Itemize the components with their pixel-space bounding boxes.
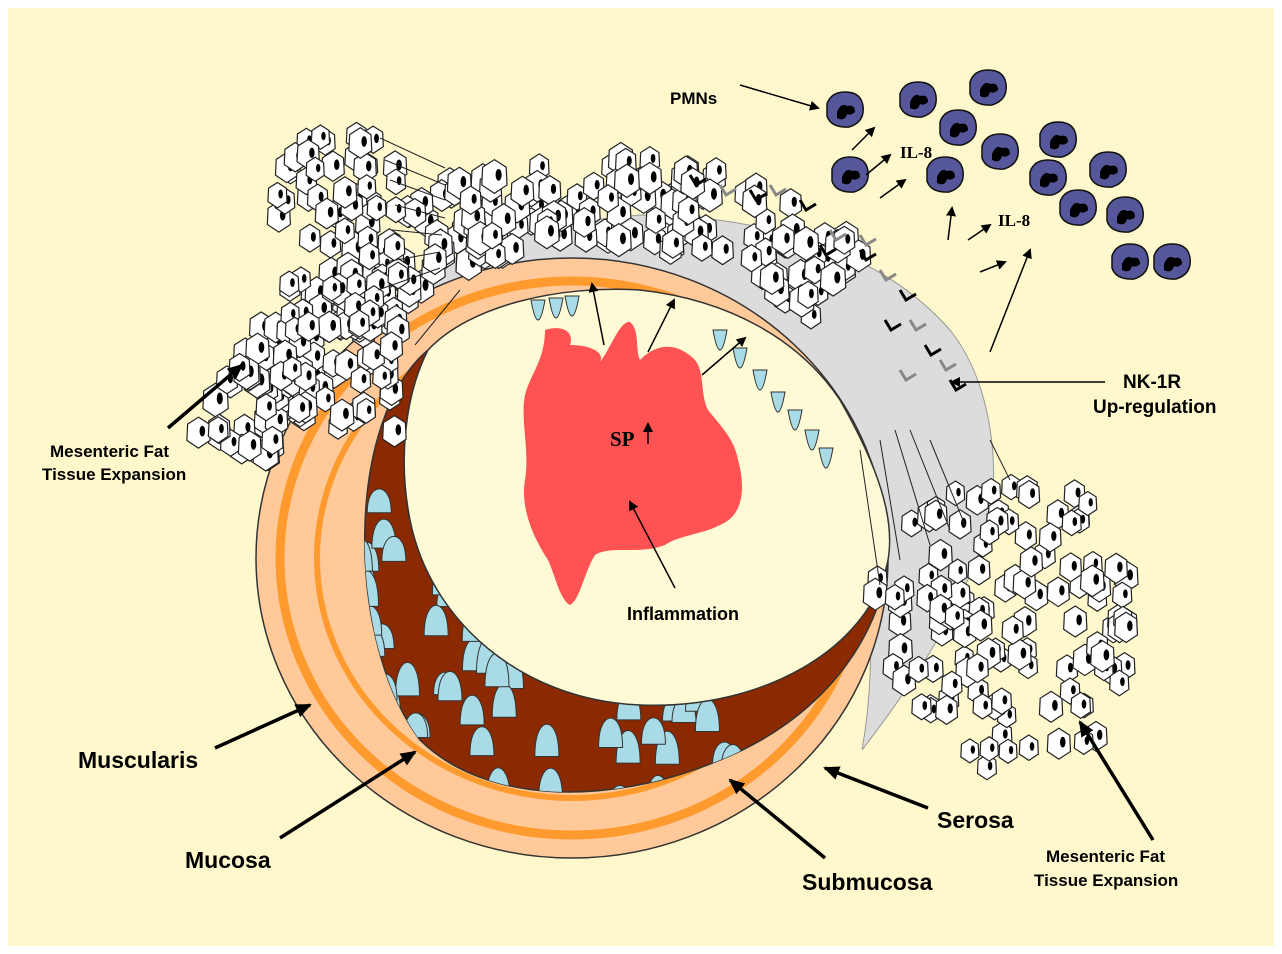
fat-cell <box>678 197 699 225</box>
fat-cell <box>357 399 376 424</box>
pmn-cell <box>927 157 963 192</box>
fat-cell <box>384 233 405 260</box>
fat-cell <box>351 367 371 393</box>
fat-cell <box>1071 692 1091 718</box>
nk1r-label: NK-1R <box>1123 372 1181 393</box>
pmn-cell <box>832 157 868 192</box>
pmns-label: PMNs <box>670 89 717 108</box>
fat-cell <box>1079 492 1097 516</box>
pmn-cell <box>1107 197 1143 232</box>
fat-cell <box>288 394 309 423</box>
sp-label: SP <box>610 427 635 451</box>
fat-cell <box>980 520 999 545</box>
pmn-cell <box>982 134 1018 169</box>
pmn-cell <box>827 92 863 127</box>
fat-left-label-line2: Tissue Expansion <box>42 465 186 484</box>
fat-right-label: Mesenteric Fat <box>1046 847 1165 866</box>
fat-cell <box>598 185 619 212</box>
fat-cell <box>1019 481 1040 509</box>
fat-cell <box>942 671 962 698</box>
fat-cell <box>306 157 324 181</box>
fat-cell <box>322 276 341 301</box>
pmn-cell <box>940 110 976 145</box>
fat-cell <box>992 688 1012 714</box>
pmn-cell <box>1112 244 1148 279</box>
pmn-cell <box>1154 244 1190 279</box>
fat-cell <box>999 739 1017 763</box>
pmn-cell <box>970 70 1006 105</box>
fat-cell <box>948 559 966 583</box>
fat-cell <box>945 604 964 629</box>
fat-cell <box>912 694 931 720</box>
fat-cell <box>1060 553 1082 582</box>
serosa-label: Serosa <box>937 807 1014 833</box>
fat-cell <box>798 281 818 308</box>
pmn-cell <box>1060 190 1096 225</box>
fat-cell <box>961 739 979 763</box>
pmn-cell <box>900 82 936 117</box>
nk1r-label-line2: Up-regulation <box>1093 397 1217 418</box>
fat-cell <box>1113 582 1132 608</box>
fat-cell <box>1110 670 1129 696</box>
fat-cell <box>373 365 391 389</box>
fat-cell <box>973 694 992 719</box>
il8-upper-label: IL-8 <box>900 143 932 162</box>
fat-cell <box>299 224 320 252</box>
fat-cell <box>662 230 683 259</box>
fat-cell <box>482 223 502 249</box>
fat-cell <box>980 737 998 761</box>
pmn-cell <box>1040 122 1076 157</box>
pmn-cell <box>1090 152 1126 187</box>
fat-cell <box>712 236 734 265</box>
fat-cell <box>256 394 276 421</box>
fat-cell <box>1062 510 1081 535</box>
pmn-cell <box>1030 160 1066 195</box>
fat-cell <box>208 417 228 443</box>
fat-cell <box>981 479 1000 505</box>
fat-cell <box>358 175 376 199</box>
fat-cell <box>909 656 928 682</box>
fat-cell <box>280 271 299 297</box>
fat-left-label: Mesenteric Fat <box>50 442 169 461</box>
fat-cell <box>388 262 408 289</box>
fat-cell <box>367 195 386 220</box>
fat-cell <box>283 357 301 381</box>
fat-cell <box>386 197 405 223</box>
muscularis-label: Muscularis <box>78 747 198 773</box>
il8-lower-label: IL-8 <box>998 211 1030 230</box>
fat-cell <box>741 245 761 272</box>
fat-cell <box>262 426 283 454</box>
fat-cell <box>359 243 379 270</box>
fat-cell <box>885 585 904 610</box>
fat-right-label-line2: Tissue Expansion <box>1034 871 1178 890</box>
submucosa-label: Submucosa <box>802 869 933 895</box>
fat-cell <box>460 186 481 214</box>
fat-cell <box>349 310 369 337</box>
fat-cell <box>1019 735 1038 760</box>
fat-cell <box>1002 616 1023 644</box>
fat-cell <box>692 234 712 261</box>
mucosa-label: Mucosa <box>185 847 271 873</box>
fat-cell <box>268 183 287 208</box>
fat-cell <box>646 207 666 233</box>
inflammation-label: Inflammation <box>627 604 739 624</box>
